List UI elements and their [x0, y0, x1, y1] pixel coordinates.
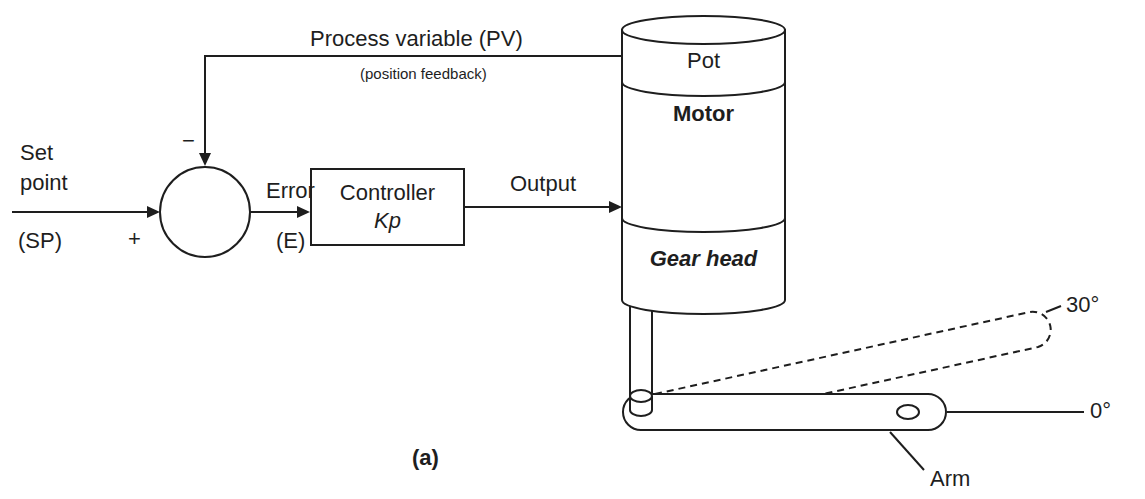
motor-housing	[622, 30, 785, 314]
signal-label: Error	[266, 178, 315, 204]
node-text: Kp	[374, 207, 401, 235]
node-text: Controller	[340, 179, 435, 207]
sign: −	[182, 128, 195, 154]
arm-hole	[897, 405, 919, 419]
part-name: Arm	[930, 466, 970, 492]
leader-line	[890, 432, 924, 470]
node-text: Pot	[687, 47, 720, 75]
arrowhead	[147, 206, 160, 218]
signal-label: Set point	[20, 138, 90, 198]
figure-label: (a)	[412, 445, 439, 471]
angle-line	[947, 411, 1084, 413]
signal-arrow	[465, 201, 622, 213]
note: (position feedback)	[360, 64, 487, 83]
signal-label: Process variable (PV)	[310, 26, 523, 52]
arrowhead	[609, 201, 622, 213]
arrowhead	[199, 153, 211, 166]
arrowhead	[297, 206, 310, 218]
band-divider	[622, 218, 785, 232]
shaft-end	[630, 390, 652, 402]
angle-line	[1046, 306, 1061, 312]
band-divider	[622, 82, 785, 96]
sign: +	[128, 226, 141, 252]
edge-label: Output	[508, 171, 578, 197]
feedback-line	[205, 56, 622, 155]
signal-label: (E)	[276, 228, 305, 254]
angle-label: 0°	[1090, 398, 1111, 424]
summing-junction	[160, 167, 250, 257]
motor-shaft	[630, 296, 652, 408]
motor-band: Motor	[622, 84, 785, 218]
signal-label: (SP)	[18, 228, 62, 254]
node-text: Gear head	[650, 245, 758, 273]
pot-band: Pot	[622, 40, 785, 82]
node-text: Motor	[673, 100, 734, 128]
housing-top	[622, 16, 785, 44]
arm	[623, 394, 946, 430]
controller-box: ControllerKp	[310, 168, 465, 246]
angle-label: 30°	[1066, 292, 1099, 318]
setpoint-line	[12, 211, 150, 213]
error-line	[250, 211, 300, 213]
gearhead-band: Gear head	[622, 220, 785, 298]
